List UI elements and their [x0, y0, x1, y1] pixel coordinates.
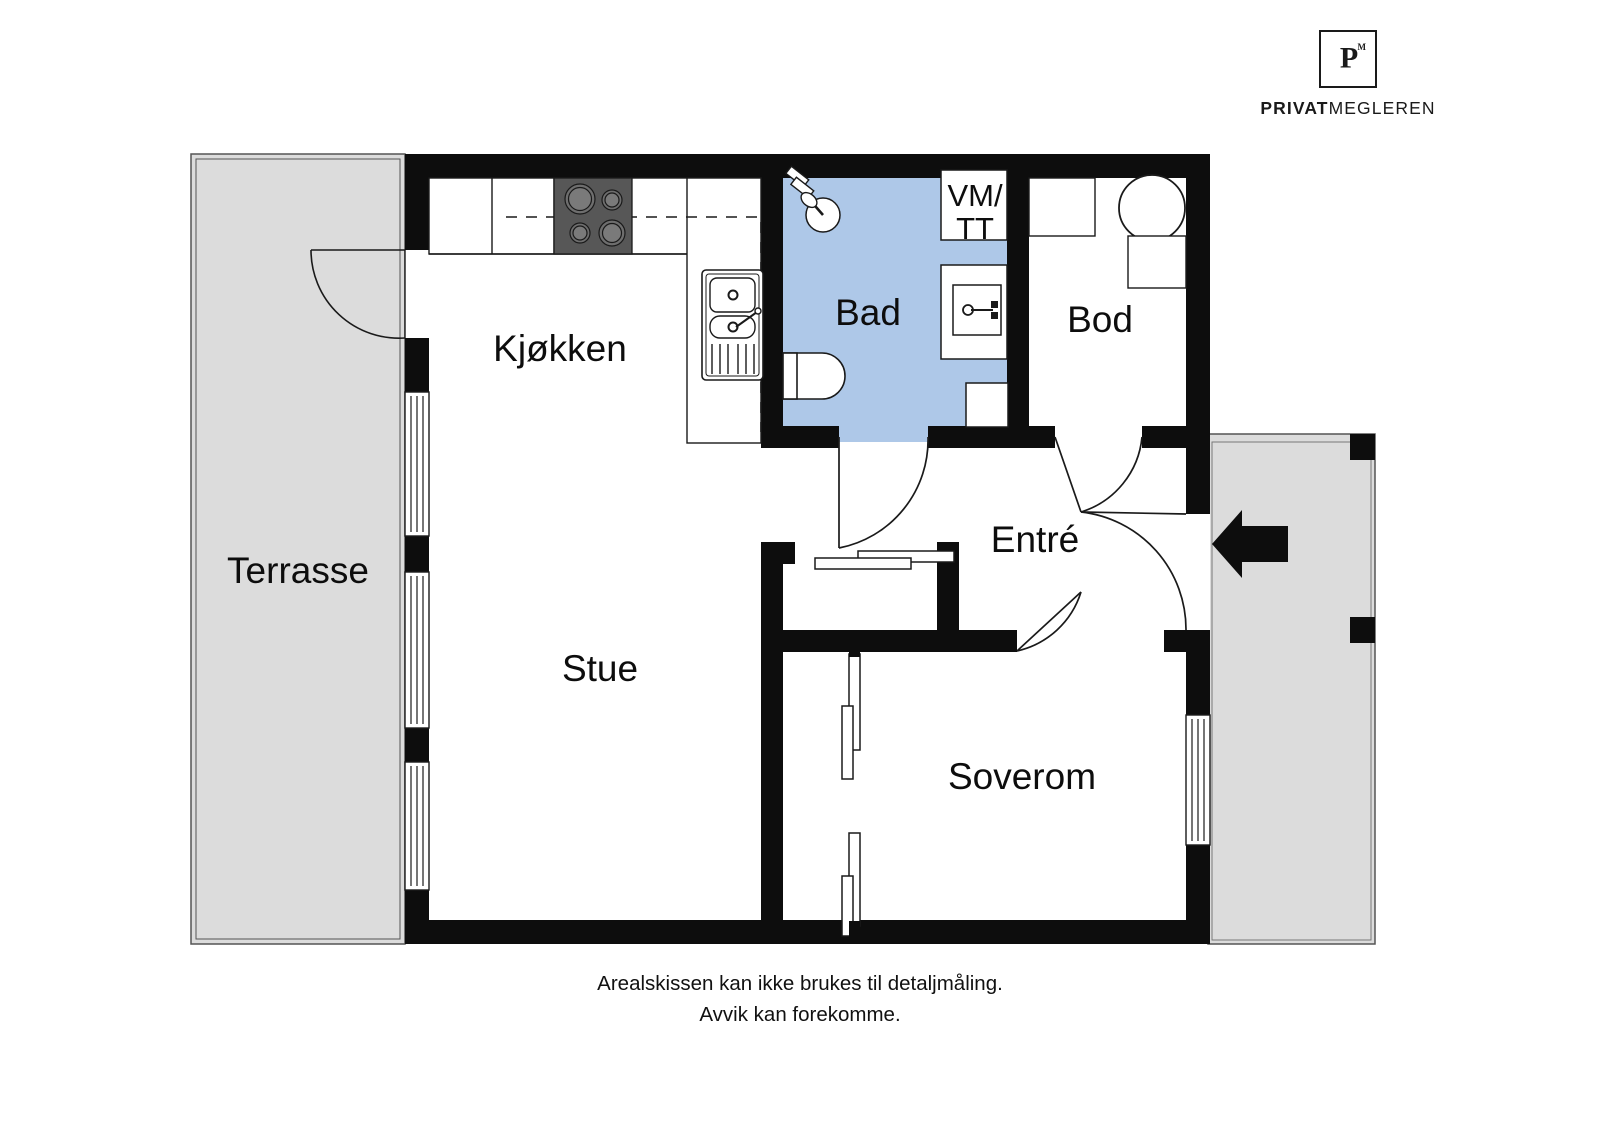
- room-label-bod: Bod: [1067, 299, 1133, 340]
- window-bedroom-right: [1185, 714, 1211, 846]
- kitchen-sink: [701, 269, 764, 381]
- room-label-stue: Stue: [562, 648, 638, 689]
- room-label-soverom: Soverom: [948, 756, 1096, 797]
- door-soverom: [1016, 591, 1082, 652]
- room-label-bad: Bad: [835, 292, 901, 333]
- label-vm-line: VM/: [947, 178, 1003, 213]
- room-label-kjokken: Kjøkken: [493, 328, 627, 369]
- disclaimer-text: Arealskissen kan ikke brukes til detaljm…: [0, 968, 1600, 1030]
- bathroom-fixtures: [782, 165, 1009, 428]
- logo-wordmark: PRIVATMEGLEREN: [1248, 98, 1448, 119]
- appliance-labels: VM/ TT: [947, 178, 1003, 246]
- washer-dryer-box: [940, 169, 1008, 241]
- wardrobe-sliding-doors-left: [841, 645, 861, 944]
- window-left-lower: [404, 761, 430, 891]
- room-label-entre: Entré: [991, 519, 1079, 560]
- room-labels: Terrasse Kjøkken Stue Bad Bod Entré Sove…: [227, 292, 1133, 797]
- logo-wordmark-light: MEGLEREN: [1328, 98, 1436, 118]
- room-label-terrasse: Terrasse: [227, 550, 369, 591]
- logo-superscript-m: M: [1357, 42, 1367, 52]
- entrance-arrow-icon: [1212, 510, 1288, 578]
- balcony-post-top: [1350, 434, 1375, 460]
- interior-walls: [761, 178, 1210, 944]
- door-bod: [1054, 436, 1143, 513]
- logo-wordmark-bold: PRIVAT: [1260, 98, 1329, 118]
- water-heater-icon: [1118, 174, 1186, 242]
- bod-furniture: [1028, 174, 1187, 289]
- stove-cooktop: [553, 177, 633, 255]
- door-entrance: [1080, 511, 1210, 631]
- terrace-door: [310, 249, 406, 339]
- balcony-area: [1207, 433, 1376, 945]
- disclaimer-line-2: Avvik kan forekomme.: [699, 1003, 901, 1026]
- logo-letter-p: P: [1339, 41, 1359, 75]
- bathroom-vanity: [940, 264, 1008, 360]
- toilet-icon: [782, 352, 846, 400]
- bod-shelf: [1028, 177, 1096, 237]
- window-group-left: [404, 391, 430, 891]
- window-left-upper: [404, 391, 430, 537]
- wardrobe-sliding-doors-top: [814, 550, 955, 570]
- door-bad: [838, 436, 929, 549]
- bod-cabinet: [1127, 235, 1187, 289]
- balcony-post-mid: [1350, 617, 1375, 643]
- logo-mark: P M: [1319, 30, 1377, 88]
- terrace-area: [190, 153, 406, 945]
- label-tt-line: TT: [956, 211, 994, 246]
- window-left-middle: [404, 571, 430, 729]
- interior-floors: [405, 154, 1210, 944]
- bathroom-cabinet: [965, 382, 1009, 428]
- privatmegleren-logo: P M PRIVATMEGLEREN: [1248, 30, 1448, 130]
- shower-icon: [784, 165, 841, 233]
- disclaimer-line-1: Arealskissen kan ikke brukes til detaljm…: [597, 972, 1003, 995]
